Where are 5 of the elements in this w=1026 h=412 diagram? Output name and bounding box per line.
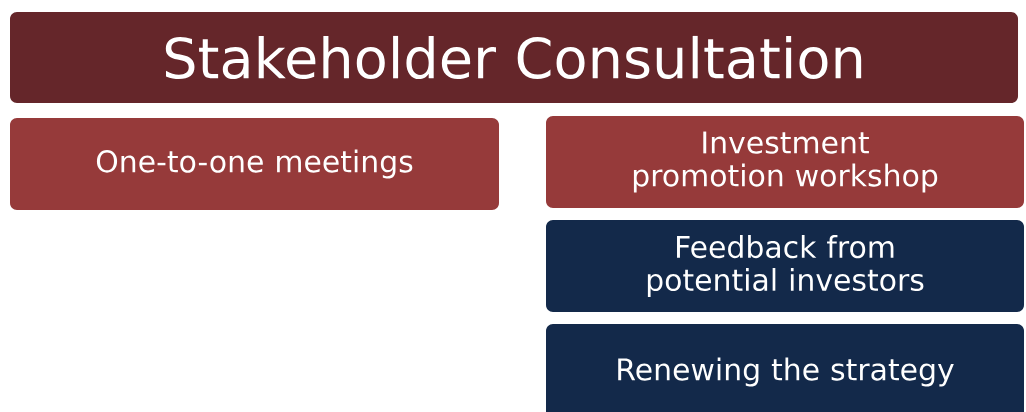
process-box: Investment promotion workshop — [546, 116, 1024, 208]
process-box: Feedback from potential investors — [546, 220, 1024, 312]
title-box: Stakeholder Consultation — [10, 12, 1018, 103]
process-box: One-to-one meetings — [10, 118, 499, 210]
process-box: Renewing the strategy — [546, 324, 1024, 412]
